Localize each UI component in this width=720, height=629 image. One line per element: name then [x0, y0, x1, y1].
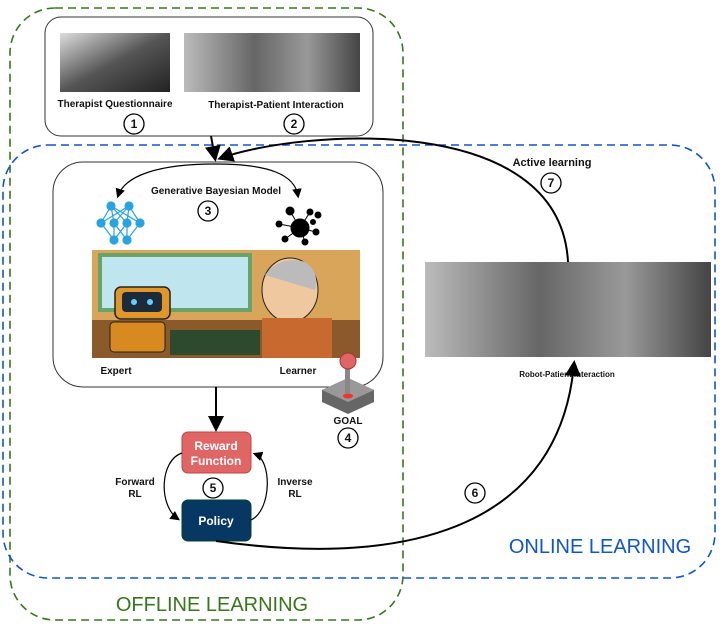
expert-learner-cartoon — [92, 250, 360, 358]
model-title: Generative Bayesian Model — [151, 186, 281, 197]
step-2: 2 — [291, 117, 298, 131]
forward-rl-arrow — [163, 452, 183, 521]
neural-network-icon — [96, 201, 145, 245]
step-6: 6 — [472, 486, 479, 500]
step-4-circle — [337, 427, 359, 449]
step-3: 3 — [205, 204, 212, 218]
inverse-rl-arrow — [250, 451, 268, 521]
step-3-circle — [197, 200, 219, 222]
step-1: 1 — [131, 117, 138, 131]
interaction-photo — [184, 33, 360, 92]
online-learning-label: ONLINE LEARNING — [509, 536, 691, 558]
reward-line1: Reward — [194, 439, 237, 453]
reward-line2: Function — [191, 454, 242, 468]
robot-patient-photo — [425, 262, 711, 357]
expert-label: Expert — [100, 366, 132, 377]
step-6-circle — [464, 482, 486, 504]
model-to-network-arrow — [115, 163, 216, 199]
robot-patient-label: Robot-Patient Interaction — [519, 370, 615, 379]
step-7-circle — [540, 172, 562, 194]
reward-function-box — [181, 431, 252, 474]
offline-learning-label: OFFLINE LEARNING — [116, 594, 308, 616]
learner-label: Learner — [280, 366, 317, 377]
step-2-circle — [283, 113, 305, 135]
interaction-label: Therapist-Patient Interaction — [208, 100, 344, 111]
joystick-goal-icon — [322, 352, 374, 414]
model-to-graph-arrow — [214, 163, 302, 199]
deploy-arrow — [215, 360, 581, 550]
online-region — [2, 144, 716, 579]
questionnaire-photo — [60, 33, 170, 92]
inverse-rl-line1: Inverse — [277, 477, 312, 488]
step-5-circle — [202, 477, 224, 499]
step-1-circle — [123, 113, 145, 135]
step-4: 4 — [345, 431, 352, 445]
bayesian-graph-icon — [275, 206, 322, 246]
questionnaire-label: Therapist Questionnaire — [57, 99, 172, 110]
offline-region — [9, 7, 404, 621]
inverse-rl-line2: RL — [288, 489, 301, 500]
step-5: 5 — [210, 481, 217, 495]
step-7: 7 — [548, 176, 555, 190]
forward-rl-line2: RL — [128, 489, 141, 500]
forward-rl-line1: Forward — [115, 477, 154, 488]
policy-label: Policy — [198, 514, 234, 528]
active-learning-arrow — [217, 137, 569, 263]
goal-label: GOAL — [334, 416, 363, 427]
data-to-model-arrow — [204, 135, 221, 162]
active-learning-label: Active learning — [513, 157, 592, 169]
